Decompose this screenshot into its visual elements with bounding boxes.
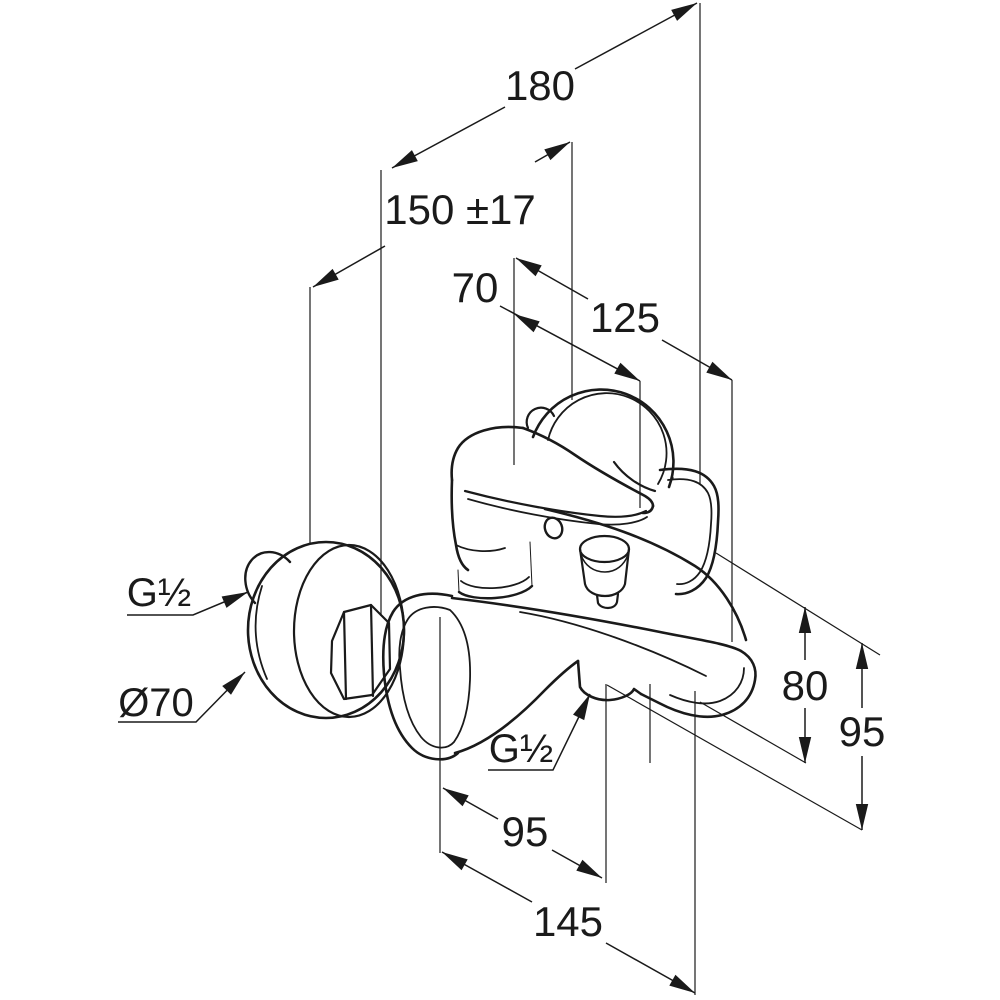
lever-handle	[450, 425, 655, 600]
thread-label-wall: G½	[127, 571, 191, 615]
faucet-outline	[244, 388, 757, 761]
wall-flange	[246, 540, 406, 720]
body-end-cap	[381, 592, 472, 761]
spout	[450, 596, 757, 755]
dimension-label-150: 150 ±17	[384, 186, 536, 233]
handle-dot	[543, 516, 564, 540]
hex-nut	[329, 603, 392, 701]
dimension-label-180: 180	[505, 62, 575, 109]
body-back-edge	[543, 507, 748, 642]
dimension-label-80: 80	[782, 662, 829, 709]
dimension-label-95-side: 95	[839, 708, 886, 755]
shower-outlet	[576, 659, 643, 702]
dimension-label-145: 145	[533, 898, 603, 945]
thread-label-outlet: G½	[489, 727, 553, 771]
dimension-label-95-bottom: 95	[502, 808, 549, 855]
dome-tab	[525, 406, 556, 430]
dimension-labels: 180 150 ±17 70 125 80 95 95 145 G½ Ø70 G…	[118, 62, 885, 945]
dimension-label-70: 70	[452, 264, 499, 311]
extension-lines	[309, 3, 881, 995]
diverter-knob	[578, 534, 631, 610]
dimension-label-125: 125	[590, 294, 660, 341]
cartridge-dome	[525, 388, 675, 493]
diameter-label-flange: Ø70	[118, 681, 194, 725]
wall-thread-stub	[244, 550, 292, 605]
